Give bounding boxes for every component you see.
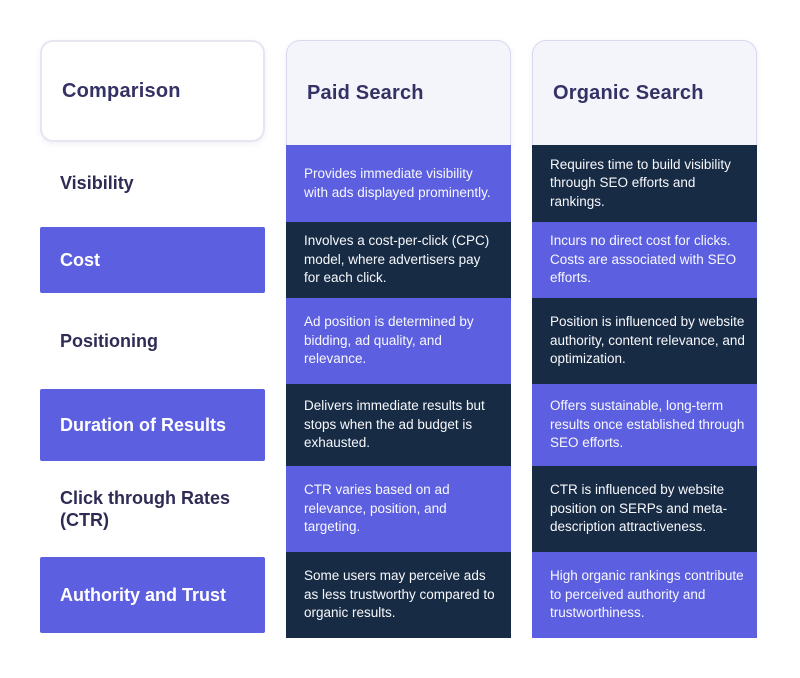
cell-organic-authority-and-trust: High organic rankings contribute to perc… [532,552,757,638]
row-label-positioning: Positioning [60,330,158,351]
column-header-label: Paid Search [307,81,424,104]
cell-paid-visibility: Provides immediate visibility with ads d… [286,145,511,222]
row-label-authority-and-trust: Authority and Trust [40,552,265,638]
label-highlight-block: Authority and Trust [40,557,265,633]
cell-paid-cost: Involves a cost-per-click (CPC) model, w… [286,222,511,298]
row-label-click-through-rates: Click through Rates (CTR) [60,487,231,531]
column-header-organic-search: Organic Search [532,40,757,145]
paid-search-column: Paid Search Provides immediate visibilit… [286,40,511,638]
cell-organic-visibility: Requires time to build visibility throug… [532,145,757,222]
row-label-duration-of-results: Duration of Results [40,384,265,466]
comparison-table: Comparison Visibility Cost Positioning D… [40,40,757,638]
row-label-visibility: Visibility [60,173,134,194]
column-header-paid-search: Paid Search [286,40,511,145]
label-highlight-block: Cost [40,227,265,293]
row-label-cost: Cost [40,222,265,298]
comparison-column: Comparison Visibility Cost Positioning D… [40,40,265,638]
column-header-label: Organic Search [553,81,704,104]
cell-organic-cost: Incurs no direct cost for clicks. Costs … [532,222,757,298]
label-highlight-block: Duration of Results [40,389,265,461]
cell-paid-positioning: Ad position is determined by bidding, ad… [286,298,511,384]
cell-organic-duration-of-results: Offers sustainable, long-term results on… [532,384,757,466]
cell-organic-click-through-rates: CTR is influenced by website position on… [532,466,757,552]
cell-paid-click-through-rates: CTR varies based on ad relevance, positi… [286,466,511,552]
cell-paid-authority-and-trust: Some users may perceive ads as less trus… [286,552,511,638]
column-header-comparison: Comparison [40,40,265,142]
cell-organic-positioning: Position is influenced by website author… [532,298,757,384]
cell-paid-duration-of-results: Delivers immediate results but stops whe… [286,384,511,466]
organic-search-column: Organic Search Requires time to build vi… [532,40,757,638]
column-header-label: Comparison [62,79,181,102]
